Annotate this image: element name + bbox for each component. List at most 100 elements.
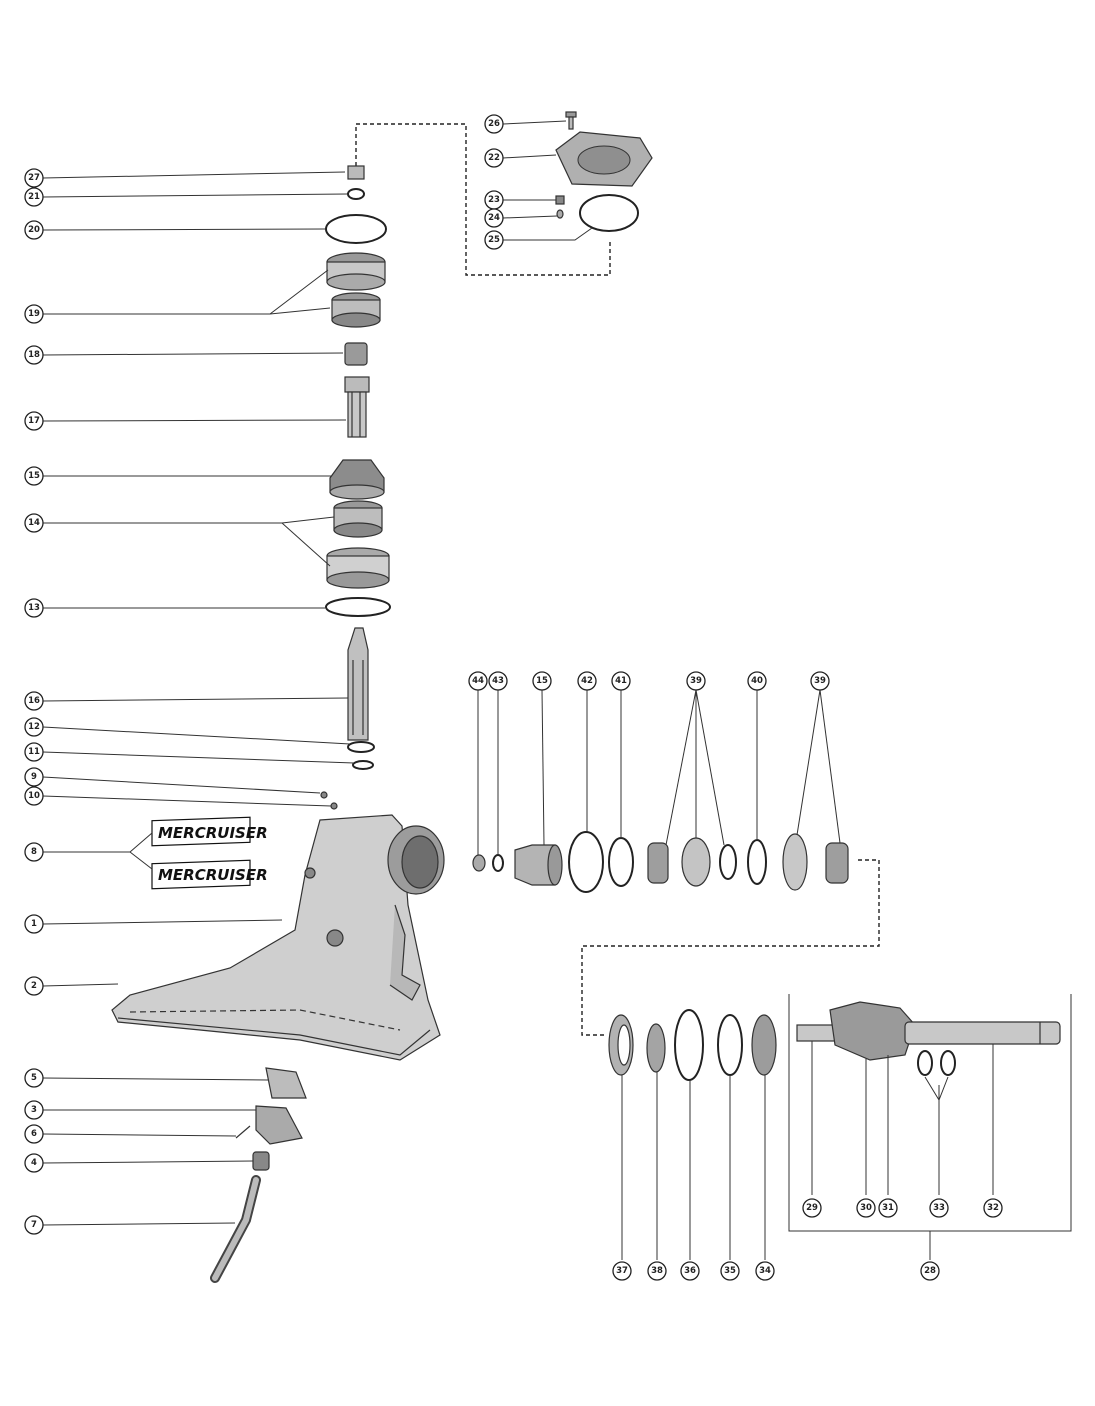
part-screw-6 <box>235 1125 251 1139</box>
callout-19: 19 <box>24 304 44 324</box>
part-driveshaft-16 <box>347 627 369 741</box>
svg-text:26: 26 <box>488 119 500 129</box>
svg-text:43: 43 <box>492 676 504 686</box>
callout-6: 6 <box>24 1124 44 1144</box>
svg-text:41: 41 <box>615 676 627 686</box>
svg-text:39: 39 <box>690 676 702 686</box>
svg-text:16: 16 <box>28 696 40 706</box>
svg-text:29: 29 <box>806 1203 818 1213</box>
callout-39-right: 39 <box>810 671 830 691</box>
svg-text:25: 25 <box>488 235 500 245</box>
part-screw-26 <box>565 111 577 130</box>
svg-text:35: 35 <box>724 1266 736 1276</box>
part-bracket-3 <box>255 1105 303 1145</box>
part-bearing-18 <box>344 342 368 366</box>
svg-text:32: 32 <box>987 1203 999 1213</box>
callout-15-top: 15 <box>24 466 44 486</box>
part-oring-13 <box>325 597 391 617</box>
callout-15-right: 15 <box>532 671 552 691</box>
svg-text:22: 22 <box>488 153 500 163</box>
svg-text:17: 17 <box>28 416 40 426</box>
part-cover-22 <box>555 131 653 187</box>
svg-text:7: 7 <box>31 1220 37 1230</box>
svg-text:24: 24 <box>488 213 500 223</box>
svg-text:21: 21 <box>28 192 40 202</box>
callout-1: 1 <box>24 914 44 934</box>
callout-16: 16 <box>24 691 44 711</box>
part-oring-20 <box>325 214 387 244</box>
callout-2: 2 <box>24 976 44 996</box>
part-orings-33 <box>917 1050 956 1076</box>
part-gear-15b <box>514 844 563 886</box>
svg-text:42: 42 <box>581 676 593 686</box>
callout-21: 21 <box>24 187 44 207</box>
svg-text:1: 1 <box>31 919 37 929</box>
callout-25: 25 <box>484 230 504 250</box>
callout-23: 23 <box>484 190 504 210</box>
svg-text:23: 23 <box>488 195 500 205</box>
callout-7: 7 <box>24 1215 44 1235</box>
part-fitting-4 <box>252 1151 270 1171</box>
part-plate-5 <box>265 1067 307 1099</box>
svg-text:8: 8 <box>31 847 37 857</box>
part-nut-27 <box>347 165 365 180</box>
callout-32: 32 <box>983 1198 1003 1218</box>
callout-42: 42 <box>577 671 597 691</box>
callout-30: 30 <box>856 1198 876 1218</box>
callout-44: 44 <box>468 671 488 691</box>
svg-text:44: 44 <box>472 676 484 686</box>
part-race-40 <box>747 839 767 885</box>
part-bearing-14 <box>326 500 390 589</box>
part-ring-35 <box>717 1014 743 1076</box>
part-bearing-39b <box>782 833 849 891</box>
callout-43: 43 <box>488 671 508 691</box>
decal-text-bottom: MERCRUISER <box>158 866 268 884</box>
callout-39-left: 39 <box>686 671 706 691</box>
svg-text:39: 39 <box>814 676 826 686</box>
callout-38: 38 <box>647 1261 667 1281</box>
part-output-shaft-assembly <box>796 1001 1061 1061</box>
svg-text:20: 20 <box>28 225 40 235</box>
svg-text:33: 33 <box>933 1203 945 1213</box>
dashed-connector-middle <box>581 859 880 1036</box>
part-nut-44 <box>472 854 486 872</box>
leader-lines <box>42 120 994 1260</box>
decal-text-top: MERCRUISER <box>158 824 268 842</box>
svg-text:11: 11 <box>28 747 40 757</box>
callout-8: 8 <box>24 842 44 862</box>
callout-41: 41 <box>611 671 631 691</box>
part-ball-9-10 <box>320 791 338 810</box>
callout-26: 26 <box>484 114 504 134</box>
svg-text:14: 14 <box>28 518 40 528</box>
callout-28: 28 <box>920 1261 940 1281</box>
part-washer-11 <box>352 760 374 770</box>
callout-9: 9 <box>24 767 44 787</box>
callout-27: 27 <box>24 168 44 188</box>
part-washer-12 <box>347 741 375 753</box>
part-bearing-39a <box>647 837 737 887</box>
callout-10: 10 <box>24 786 44 806</box>
decal-mercruiser-bottom: MERCRUISER <box>151 859 268 890</box>
part-seal-37 <box>608 1014 634 1076</box>
svg-text:37: 37 <box>616 1266 628 1276</box>
svg-text:38: 38 <box>651 1266 663 1276</box>
svg-text:6: 6 <box>31 1129 37 1139</box>
callout-34: 34 <box>755 1261 775 1281</box>
part-gear-15 <box>329 459 385 500</box>
part-plug-23-24 <box>555 195 565 219</box>
svg-text:2: 2 <box>31 981 37 991</box>
callout-37: 37 <box>612 1261 632 1281</box>
callout-22: 22 <box>484 148 504 168</box>
part-washer-21 <box>347 188 365 200</box>
callout-31: 31 <box>878 1198 898 1218</box>
part-oring-42 <box>568 831 604 893</box>
callout-14: 14 <box>24 513 44 533</box>
callout-36: 36 <box>680 1261 700 1281</box>
part-oring-36 <box>674 1009 704 1081</box>
callout-17: 17 <box>24 411 44 431</box>
svg-text:12: 12 <box>28 722 40 732</box>
callout-40: 40 <box>747 671 767 691</box>
svg-text:30: 30 <box>860 1203 872 1213</box>
part-hose-7 <box>210 1175 261 1283</box>
